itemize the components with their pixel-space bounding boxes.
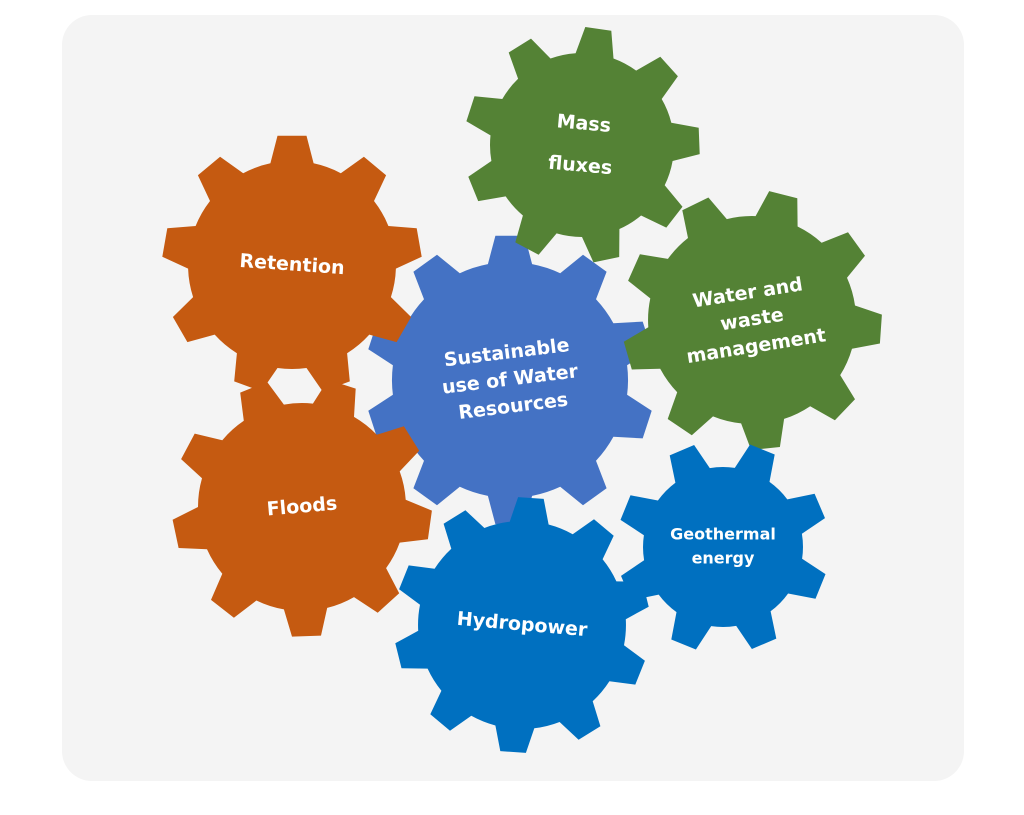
gear-hydropower-shape: [395, 497, 649, 753]
gear-geothermal: Geothermal energy: [620, 444, 826, 650]
gear-floods: Floods: [172, 379, 432, 637]
gear-geothermal-label-line: Geothermal: [670, 525, 776, 544]
gear-sustainable-use-shape: [368, 235, 652, 525]
gear-water-waste-shape: [623, 191, 882, 450]
gear-geothermal-label: Geothermal energy: [670, 525, 776, 568]
gear-floods-shape: [172, 379, 432, 637]
gear-retention-shape: [162, 135, 422, 392]
gear-mass-fluxes-shape: [466, 27, 700, 263]
gear-geothermal-shape: [620, 444, 826, 650]
gear-geothermal-label-line: energy: [692, 549, 755, 568]
gear-hydropower: Hydropower: [395, 497, 649, 753]
gear-retention: Retention: [162, 135, 422, 392]
gear-mass-fluxes-label-line: Mass: [556, 110, 612, 137]
